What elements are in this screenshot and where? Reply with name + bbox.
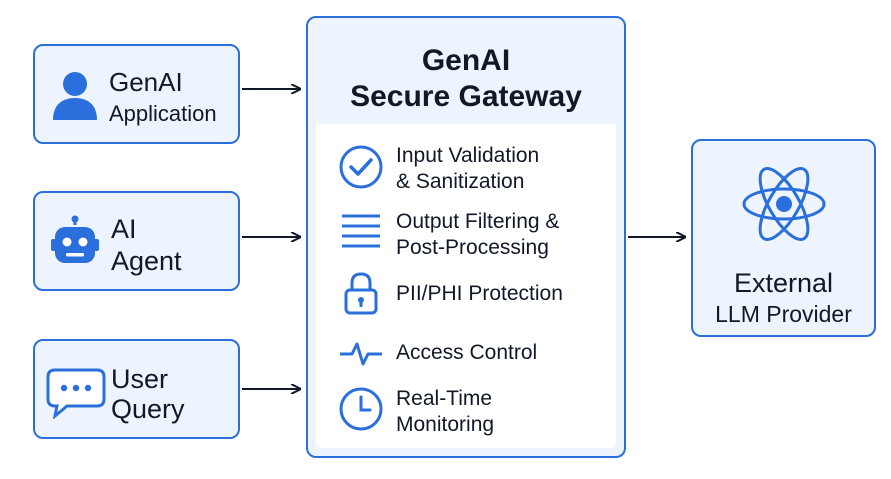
user-icon: [53, 72, 97, 120]
provider-label-line2: LLM Provider: [715, 301, 852, 327]
source-label-line2: Query: [111, 394, 185, 424]
feature-label-line1: Real-Time: [396, 387, 493, 410]
source-label-line2: Agent: [111, 246, 182, 276]
chat-bubble-icon: [46, 368, 106, 419]
gateway-feature-list: Input Validation & Sanitization Output F…: [316, 124, 616, 448]
source-label-line1: AI: [111, 214, 137, 244]
feature-label-line2: & Sanitization: [396, 170, 525, 193]
source-box-genai-application: GenAI Application: [33, 44, 240, 144]
atom-icon: [742, 167, 826, 241]
source-box-ai-agent: AI Agent: [33, 191, 240, 291]
lock-icon: [344, 272, 378, 315]
robot-icon: [51, 215, 99, 263]
gateway-title-line1: GenAI: [421, 44, 511, 77]
check-circle-icon: [339, 145, 383, 189]
gateway-box: GenAI Secure Gateway Input Validation & …: [306, 16, 626, 458]
provider-box: External LLM Provider: [691, 139, 876, 337]
feature-label-line1: PII/PHI Protection: [396, 282, 563, 305]
source-label-line2: Application: [109, 101, 217, 126]
provider-label-line1: External: [733, 268, 834, 298]
feature-label-line2: Monitoring: [396, 413, 495, 436]
clock-icon: [339, 387, 383, 431]
feature-label-line1: Output Filtering &: [396, 210, 560, 233]
feature-label-line2: Post-Processing: [396, 236, 549, 259]
source-box-user-query: User Query: [33, 339, 240, 439]
gateway-title-line2: Secure Gateway: [350, 80, 582, 113]
feature-label-line1: Access Control: [396, 341, 538, 364]
feature-label-line1: Input Validation: [396, 144, 540, 167]
pulse-icon: [340, 342, 382, 366]
source-label-line1: GenAI: [109, 67, 183, 97]
lines-icon: [342, 214, 380, 248]
source-label-line1: User: [111, 364, 169, 394]
